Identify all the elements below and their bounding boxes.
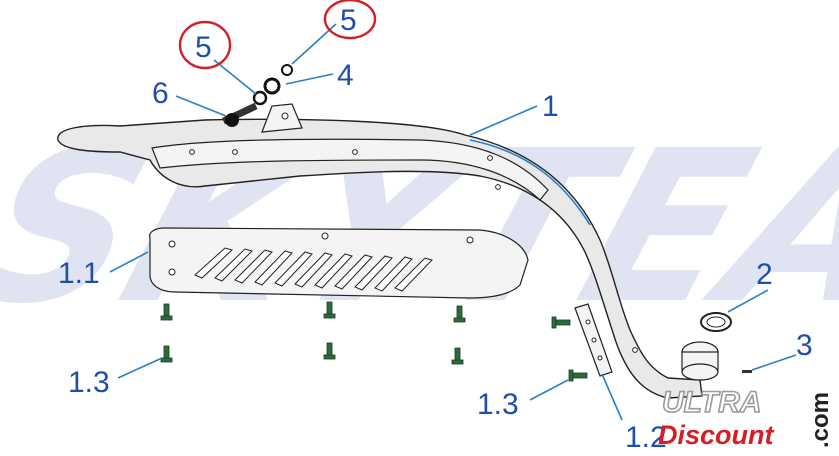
shield-bolts — [160, 301, 588, 382]
washer-5-top — [281, 64, 293, 76]
bolt — [551, 316, 571, 329]
callout-1-3-right: 1.3 — [477, 388, 519, 421]
highlight-circle — [323, 0, 377, 40]
highlight-circle — [178, 20, 232, 70]
callout-3: 3 — [796, 329, 813, 362]
ultradiscount-logo: ULTRA Discount .com — [658, 385, 834, 450]
nut-4 — [263, 77, 281, 95]
gasket — [700, 312, 732, 332]
clip-3 — [742, 370, 752, 373]
bolt — [568, 369, 588, 382]
bolt — [160, 303, 173, 321]
callout-4: 4 — [337, 59, 354, 92]
callout-5-left: 5 — [195, 31, 212, 64]
bolt — [451, 347, 464, 365]
highlight-circles — [178, 0, 377, 70]
bolt — [323, 301, 336, 319]
heat-shield — [149, 227, 529, 299]
callout-1-2: 1.2 — [625, 421, 667, 454]
washer-5 — [252, 90, 268, 106]
mounting-plate — [574, 303, 613, 377]
callout-1-3-left: 1.3 — [68, 366, 110, 399]
top-fasteners — [221, 64, 293, 127]
logo-line2: Discount — [658, 420, 775, 450]
callout-6: 6 — [152, 77, 169, 110]
logo-suffix: .com — [807, 392, 834, 448]
logo-line1: ULTRA — [662, 386, 761, 419]
leader-lines — [109, 23, 797, 421]
bolt — [323, 342, 336, 360]
callout-2: 2 — [756, 258, 773, 291]
callout-1-1: 1.1 — [58, 257, 100, 290]
exhaust-body — [57, 103, 719, 399]
bolt — [160, 345, 173, 363]
callout-1: 1 — [542, 90, 559, 123]
bolt-6 — [221, 102, 258, 127]
callouts: 1 1.1 1.2 1.3 1.3 2 3 4 5 5 6 — [58, 4, 813, 454]
bolt — [453, 305, 466, 323]
callout-5-right: 5 — [340, 4, 357, 37]
